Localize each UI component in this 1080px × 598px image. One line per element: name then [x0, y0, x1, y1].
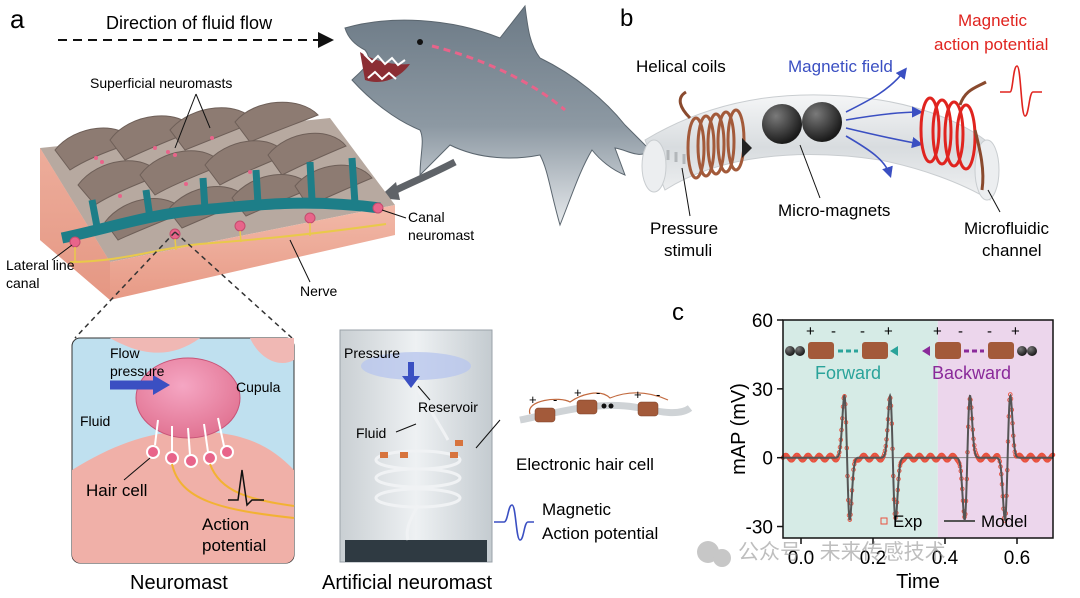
svg-text:+: +: [933, 323, 942, 340]
neuromast-inset: [71, 337, 295, 564]
action-potential-label: Action: [202, 515, 249, 534]
y-tick-label: -30: [746, 518, 773, 539]
y-tick-label: 30: [752, 380, 773, 401]
x-axis: 0.0 0.2 0.4 0.6: [788, 538, 1030, 569]
backward-label: Backward: [932, 363, 1011, 383]
electronic-polarity: + - + - + -: [529, 385, 660, 407]
action-potential-label-2: potential: [202, 536, 266, 555]
lateral-line-canal-label: Lateral line: [6, 257, 75, 273]
electronic-hair-cell-label: Electronic hair cell: [516, 455, 654, 474]
svg-text:+: +: [806, 323, 815, 340]
magnetic-ap-label: Magnetic: [542, 500, 611, 519]
svg-text:-: -: [656, 387, 660, 402]
magnetic-ap-b-label-2: action potential: [934, 35, 1048, 54]
svg-text:+: +: [634, 387, 642, 402]
y-tick-label: 60: [752, 311, 773, 332]
artificial-neuromast-title: Artificial neuromast: [322, 572, 493, 594]
lateral-line-canal-label-2: canal: [6, 275, 39, 291]
neuromast-pressure-label: pressure: [110, 363, 165, 379]
microfluidic-channel-label-2: channel: [982, 241, 1042, 260]
pressure-stimuli-label-2: stimuli: [664, 241, 712, 260]
x-tick-label: 0.2: [860, 548, 886, 569]
flow-direction-label: Direction of fluid flow: [106, 13, 273, 33]
helical-coil-left: [686, 108, 746, 180]
svg-text:+: +: [529, 392, 537, 407]
neuromast-flow-label: Flow: [110, 345, 140, 361]
hair-cell-label: Hair cell: [86, 481, 147, 500]
canal-neuromast-label: Canal: [408, 209, 445, 225]
micro-magnets-label: Micro-magnets: [778, 201, 890, 220]
svg-text:-: -: [860, 323, 865, 340]
helical-coil-right: [919, 96, 977, 171]
y-axis: -30 0 30 60: [746, 311, 783, 539]
shark-illustration: [344, 4, 651, 227]
neuromast-fluid-label: Fluid: [80, 413, 110, 429]
svg-text:-: -: [553, 392, 557, 407]
micro-magnet: [802, 102, 842, 142]
forward-label: Forward: [815, 363, 881, 383]
panel-c-label: c: [672, 299, 684, 326]
svg-text:-: -: [958, 323, 963, 340]
artificial-fluid-label: Fluid: [356, 425, 386, 441]
artificial-pressure-label: Pressure: [344, 345, 400, 361]
svg-text:+: +: [1011, 323, 1020, 340]
microfluidic-device: [641, 65, 1042, 201]
panel-b-label: b: [620, 5, 633, 32]
y-axis-label: mAP (mV): [728, 383, 750, 475]
action-potential-trace: [228, 469, 264, 507]
canal-neuromast-label-2: neuromast: [408, 227, 474, 243]
magnetic-field-label: Magnetic field: [788, 57, 893, 76]
artificial-neuromast-photo: [339, 329, 493, 563]
microfluidic-channel-label: Microfluidic: [964, 219, 1050, 238]
nerve-label: Nerve: [300, 283, 338, 299]
magnetic-ap-trace: [494, 504, 534, 541]
superficial-neuromasts-label: Superficial neuromasts: [90, 75, 232, 91]
model-series: [783, 392, 1053, 523]
watermark: 公众号 · 未来传感技术: [697, 541, 946, 567]
reservoir-label: Reservoir: [418, 399, 478, 415]
panel-a-label: a: [10, 4, 25, 34]
svg-text:+: +: [574, 385, 582, 400]
plot-frame: [782, 319, 1054, 539]
magnetic-field-lines: [845, 67, 924, 179]
chart-polarity: + - - + + - - +: [806, 323, 1020, 340]
magnetic-ap-label-2: Action potential: [542, 524, 658, 543]
legend-model: Model: [981, 512, 1027, 531]
svg-text:+: +: [884, 323, 893, 340]
x-tick-label: 0.4: [932, 548, 959, 569]
micro-magnet: [762, 104, 802, 144]
neuromast-title: Neuromast: [130, 572, 228, 594]
svg-text:-: -: [596, 385, 600, 400]
skin-block: [40, 101, 395, 300]
x-tick-label: 0.6: [1004, 548, 1030, 569]
helical-coils-label: Helical coils: [636, 57, 726, 76]
svg-text:-: -: [987, 323, 992, 340]
watermark-text: 公众号 · 未来传感技术: [738, 541, 946, 564]
backward-device-icon: [922, 342, 1037, 359]
legend-exp: Exp: [893, 512, 922, 531]
svg-text:-: -: [831, 323, 836, 340]
magnetic-ap-b-label: Magnetic: [958, 11, 1027, 30]
forward-device-icon: [785, 342, 898, 359]
cupula-label: Cupula: [236, 379, 281, 395]
chart: -30 0 30 60 0.0 0.2 0.4 0.6 mAP (mV) Time + - …: [728, 311, 1056, 593]
legend: Exp Model: [880, 512, 1027, 531]
forward-region: [783, 320, 938, 538]
electronic-hair-cell: [519, 392, 693, 424]
y-tick-label: 0: [762, 449, 773, 470]
magnetic-ap-trace-b: [1000, 65, 1042, 117]
x-tick-label: 0.0: [788, 548, 814, 569]
pressure-stimuli-label: Pressure: [650, 219, 718, 238]
x-axis-label: Time: [896, 571, 940, 593]
